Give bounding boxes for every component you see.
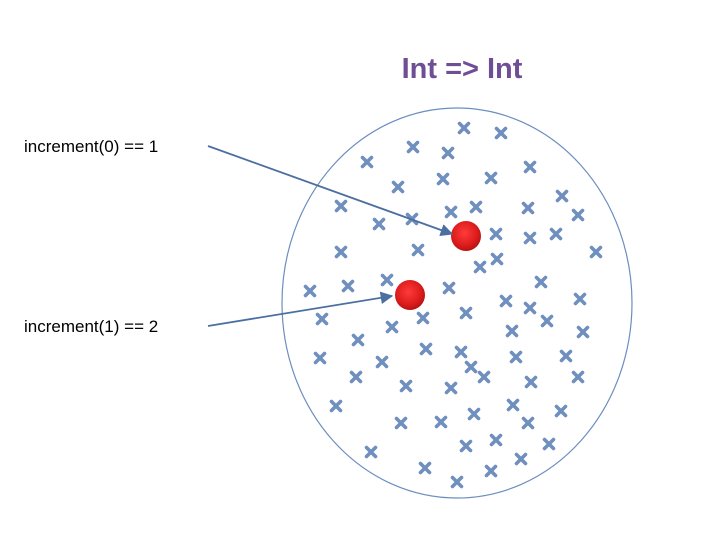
cross-mark-icon	[303, 284, 317, 298]
cross-mark-icon	[434, 415, 448, 429]
cross-mark-icon	[494, 126, 508, 140]
cross-mark-icon	[419, 342, 433, 356]
cross-mark-icon	[540, 314, 554, 328]
cross-mark-icon	[351, 333, 365, 347]
cross-mark-icon	[442, 281, 456, 295]
cross-mark-icon	[576, 325, 590, 339]
cross-mark-icon	[523, 160, 537, 174]
cross-mark-icon	[444, 205, 458, 219]
cross-mark-icon	[334, 199, 348, 213]
cross-mark-icon	[315, 312, 329, 326]
cross-mark-icon	[489, 227, 503, 241]
cross-mark-icon	[477, 370, 491, 384]
cross-mark-icon	[484, 464, 498, 478]
highlighted-point-icon	[395, 280, 425, 310]
cross-mark-icon	[457, 121, 471, 135]
cross-mark-icon	[380, 273, 394, 287]
cross-mark-icon	[473, 260, 487, 274]
domain-set-ellipse	[281, 107, 633, 499]
diagram-title: Int => Int	[402, 53, 523, 85]
cross-mark-icon	[418, 461, 432, 475]
cross-mark-icon	[416, 311, 430, 325]
cross-mark-icon	[573, 292, 587, 306]
cross-mark-icon	[571, 370, 585, 384]
cross-mark-icon	[523, 231, 537, 245]
cross-mark-icon	[489, 433, 503, 447]
cross-mark-icon	[555, 189, 569, 203]
cross-mark-icon	[441, 146, 455, 160]
cross-mark-icon	[459, 306, 473, 320]
arrow-increment-1	[207, 291, 394, 327]
cross-mark-icon	[364, 445, 378, 459]
cross-mark-icon	[534, 275, 548, 289]
cross-mark-icon	[349, 370, 363, 384]
cross-mark-icon	[505, 324, 519, 338]
cross-mark-icon	[467, 407, 481, 421]
cross-mark-icon	[341, 279, 355, 293]
cross-mark-icon	[589, 245, 603, 259]
cross-mark-icon	[524, 375, 538, 389]
cross-mark-icon	[454, 345, 468, 359]
label-increment-1: increment(1) == 2	[24, 317, 158, 336]
cross-mark-icon	[542, 437, 556, 451]
cross-mark-icon	[506, 398, 520, 412]
cross-mark-icon	[444, 381, 458, 395]
cross-mark-icon	[313, 351, 327, 365]
cross-mark-icon	[523, 301, 537, 315]
highlighted-point-icon	[451, 221, 481, 251]
cross-mark-icon	[459, 439, 473, 453]
arrow-increment-0	[207, 145, 454, 237]
cross-mark-icon	[499, 294, 513, 308]
cross-mark-icon	[490, 252, 504, 266]
cross-mark-icon	[329, 399, 343, 413]
cross-mark-icon	[360, 155, 374, 169]
cross-mark-icon	[484, 171, 498, 185]
cross-mark-icon	[554, 404, 568, 418]
cross-mark-icon	[394, 416, 408, 430]
cross-mark-icon	[469, 200, 483, 214]
cross-mark-icon	[436, 172, 450, 186]
cross-mark-icon	[372, 217, 386, 231]
cross-mark-icon	[385, 320, 399, 334]
cross-mark-icon	[559, 349, 573, 363]
label-increment-0: increment(0) == 1	[24, 137, 158, 156]
cross-mark-icon	[514, 452, 528, 466]
cross-mark-icon	[399, 379, 413, 393]
cross-mark-icon	[549, 227, 563, 241]
cross-mark-icon	[509, 350, 523, 364]
cross-mark-icon	[571, 208, 585, 222]
crosses-group	[303, 121, 603, 489]
cross-mark-icon	[521, 416, 535, 430]
cross-mark-icon	[411, 243, 425, 257]
cross-mark-icon	[450, 475, 464, 489]
cross-mark-icon	[375, 355, 389, 369]
cross-mark-icon	[334, 245, 348, 259]
cross-mark-icon	[406, 140, 420, 154]
cross-mark-icon	[391, 180, 405, 194]
cross-mark-icon	[464, 360, 478, 374]
cross-mark-icon	[521, 201, 535, 215]
